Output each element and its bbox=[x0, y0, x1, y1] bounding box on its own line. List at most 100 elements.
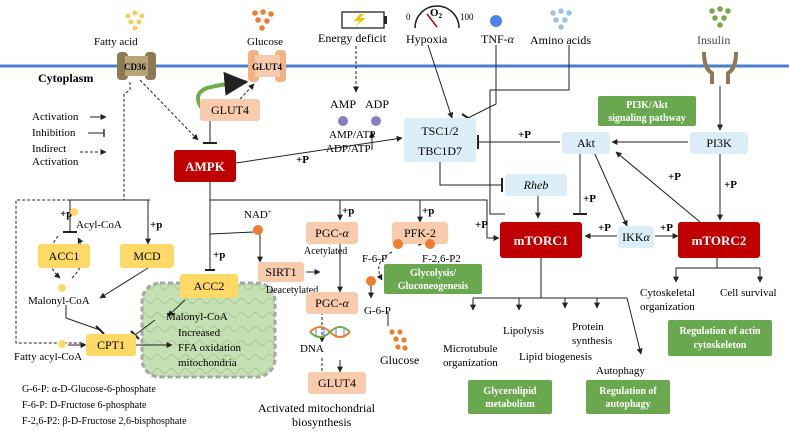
legend-indirect-label-2: Activation bbox=[32, 156, 79, 168]
legend: Activation Inhibition Indirect Activatio… bbox=[32, 111, 107, 168]
svg-text:signaling pathway: signaling pathway bbox=[608, 113, 686, 124]
ikk-mtorc2-phospho-label: +P bbox=[660, 222, 673, 234]
acyl-coa-dot-icon bbox=[70, 208, 78, 216]
svg-text:Regulation of: Regulation of bbox=[599, 386, 657, 397]
ikk-mtorc1-phospho-label: +P bbox=[598, 222, 611, 234]
oxygen-gauge-icon bbox=[414, 5, 460, 29]
g6p-label: G-6-P bbox=[364, 305, 391, 317]
f6p-label: F-6-P bbox=[362, 253, 387, 265]
hypoxia-label: Hypoxia bbox=[406, 32, 448, 46]
cd36-transporter bbox=[117, 52, 156, 80]
g6p-dot-icon bbox=[366, 276, 376, 286]
cytoplasm-label: Cytoplasm bbox=[38, 71, 93, 85]
deacetylated-label: Deacetylated bbox=[266, 285, 318, 296]
ikk-label: IKKα bbox=[622, 230, 650, 244]
dna-label: DNA bbox=[300, 343, 324, 355]
fatty-acid-label: Fatty acid bbox=[94, 36, 138, 48]
battery-icon bbox=[341, 11, 387, 29]
glucose-bottom-label: Glucose bbox=[380, 353, 419, 367]
glut4-bottom-node bbox=[308, 372, 366, 394]
pgc-top-label: PGC-α bbox=[315, 226, 349, 240]
svg-text:PI3K/Akt: PI3K/Akt bbox=[626, 100, 668, 111]
rheb-label: Rheb bbox=[523, 178, 549, 192]
legend-activation-label: Activation bbox=[32, 111, 79, 123]
hypoxia-scale-max: 100 bbox=[460, 12, 474, 22]
rheb-node bbox=[505, 174, 567, 196]
ampk-mtorc1-phospho-label: +P bbox=[475, 219, 488, 231]
f6p-dot-icon bbox=[393, 239, 403, 249]
glucose-bottom-dots-icon bbox=[389, 329, 408, 351]
adp-dot-icon bbox=[371, 116, 381, 126]
svg-text:Glycolysis/: Glycolysis/ bbox=[410, 268, 456, 279]
tsc-label: TSC1/2 bbox=[421, 124, 458, 138]
svg-text:Glycerolipid: Glycerolipid bbox=[483, 386, 537, 397]
acyl-coa-label: Acyl-CoA bbox=[76, 219, 122, 231]
ffa-line2: FFA oxidation bbox=[178, 342, 242, 354]
svg-text:Regulation of actin: Regulation of actin bbox=[679, 326, 761, 337]
glut4-vesicle-node bbox=[200, 99, 260, 121]
nad-label: NAD+ bbox=[244, 208, 272, 221]
malonyl-coa-right-label: Malonyl-CoA bbox=[166, 311, 228, 323]
pgc-bottom-node bbox=[306, 292, 358, 314]
glut4-transporter bbox=[248, 50, 286, 82]
ffa-line3: mitochondria bbox=[178, 357, 237, 369]
mcd-node bbox=[120, 244, 174, 268]
tsc-complex-node bbox=[404, 118, 476, 162]
glut4-bottom-label: GLUT4 bbox=[318, 376, 356, 390]
adp-label: ADP bbox=[365, 97, 389, 111]
mtorc1-node bbox=[500, 222, 582, 258]
cpt1-label: CPT1 bbox=[97, 338, 125, 352]
tbc-label: TBC1D7 bbox=[418, 144, 462, 158]
ampk-pfk2-phospho-label: +p bbox=[422, 205, 434, 217]
hypoxia-scale-min: 0 bbox=[406, 12, 411, 22]
footnote-f6p: F-6-P: D-Fructose 6-phosphate bbox=[22, 400, 147, 411]
actin-cytoskeleton-box: Regulation of actin cytoskeleton bbox=[668, 320, 772, 356]
malonyl-coa-left-label: Malonyl-CoA bbox=[28, 295, 90, 307]
ampk-label: AMPK bbox=[185, 159, 226, 174]
akt-tsc-phospho-label: +P bbox=[518, 129, 531, 141]
mito-biosynthesis-line2: biosynthesis bbox=[292, 415, 352, 429]
protein-line2: synthesis bbox=[572, 335, 612, 347]
amp-dot-icon bbox=[338, 116, 348, 126]
adp-atp-label: ADP/ATP bbox=[326, 143, 371, 155]
akt-node bbox=[562, 132, 610, 154]
ampk-mcd-phospho-label: +p bbox=[150, 219, 162, 231]
amp-atp-label: AMP/ATP bbox=[329, 129, 375, 141]
protein-line1: Protein bbox=[572, 321, 604, 333]
insulin-receptor-icon bbox=[702, 52, 738, 84]
lipid-biogenesis-label: Lipid biogenesis bbox=[519, 351, 592, 363]
tnf-label: TNF-α bbox=[481, 32, 515, 46]
svg-text:Gluconeogenesis: Gluconeogenesis bbox=[398, 281, 469, 292]
cytoskeletal-line1: Cytoskeletal bbox=[640, 287, 695, 299]
ikk-node bbox=[618, 226, 654, 248]
cytoskeletal-line2: organization bbox=[640, 301, 695, 313]
glycerolipid-box: Glycerolipid metabolism bbox=[468, 380, 552, 414]
glycolysis-box: Glycolysis/ Gluconeogenesis bbox=[384, 264, 482, 294]
mtorc2-node bbox=[678, 222, 760, 258]
sirt1-label: SIRT1 bbox=[265, 265, 296, 279]
pi3k-node bbox=[690, 132, 748, 154]
amino-acid-dots-icon bbox=[550, 8, 572, 30]
microtubule-line1: Microtubule bbox=[443, 343, 497, 355]
dna-helix-icon bbox=[309, 326, 351, 338]
svg-text:cytoskeleton: cytoskeleton bbox=[694, 340, 747, 351]
microtubule-line2: organization bbox=[443, 357, 498, 369]
legend-indirect-label-1: Indirect bbox=[32, 143, 66, 155]
glucose-label: Glucose bbox=[247, 36, 283, 48]
footnote-f26p2: F-2,6-P2: β-D-Fructose 2,6-bisphosphate bbox=[22, 416, 187, 427]
nad-dot-icon bbox=[253, 225, 263, 235]
ampk-tsc-phospho-label: +P bbox=[296, 154, 309, 166]
malonyl-left-dot-icon bbox=[58, 284, 66, 292]
glut4-vesicle-label: GLUT4 bbox=[211, 103, 249, 117]
pfk2-label: PFK-2 bbox=[404, 226, 436, 240]
insulin-label: Insulin bbox=[697, 33, 730, 47]
mtorc2-akt-phospho-label: +P bbox=[668, 171, 681, 183]
acc2-node bbox=[180, 274, 238, 298]
ampk-acc1-phospho-label: +p bbox=[60, 208, 72, 220]
mtorc2-label: mTORC2 bbox=[692, 233, 747, 248]
legend-inhibition-label: Inhibition bbox=[32, 127, 76, 139]
pi3k-label: PI3K bbox=[706, 136, 732, 150]
cpt1-node bbox=[86, 334, 136, 356]
pgc-bottom-label: PGC-α bbox=[315, 296, 349, 310]
